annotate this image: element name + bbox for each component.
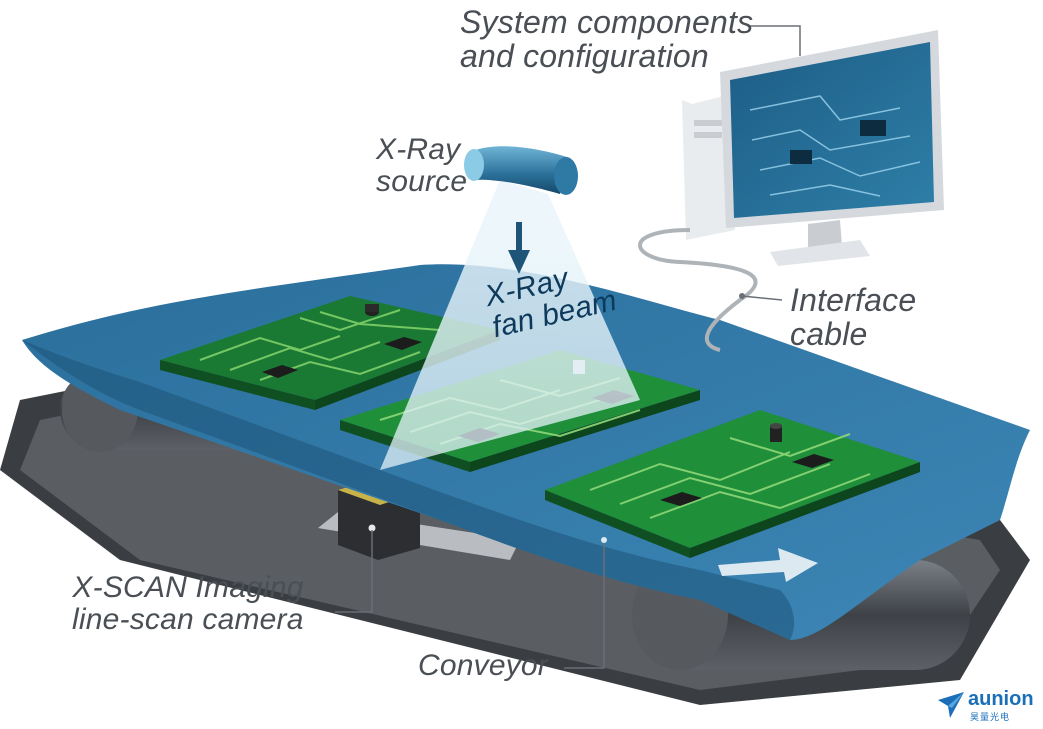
monitor-icon	[720, 30, 944, 266]
logo-icon	[938, 692, 964, 718]
xray-tube-icon	[464, 146, 578, 195]
interface-cable	[638, 228, 758, 352]
camera-icon	[368, 524, 376, 532]
cable-dot	[739, 293, 745, 299]
conveyor-arrow-icon	[718, 548, 818, 582]
label-interface-line-2: cable	[790, 315, 868, 352]
label-system-line-2: and configuration	[460, 37, 709, 74]
label-system-line-1: System components	[460, 4, 754, 40]
conveyor-dot	[601, 537, 607, 543]
label-interface-line-1: Interface	[790, 282, 917, 318]
logo-subtitle: 昊量光电	[970, 713, 1011, 723]
label-xscan-camera: X-SCAN Imaging line-scan camera	[72, 572, 304, 635]
pcb-board-3	[545, 410, 920, 558]
leader-lines	[335, 25, 801, 669]
label-xscan-line-1: X-SCAN Imaging	[72, 571, 304, 604]
label-xscan-line-2: line-scan camera	[72, 602, 304, 636]
logo: aunion 昊量光电	[936, 688, 1036, 723]
beam-direction-arrow-icon	[508, 222, 530, 274]
label-system-components: System components and configuration	[460, 4, 754, 74]
label-conveyor: Conveyor	[418, 649, 548, 682]
label-xray-source-line-1: X-Ray	[376, 133, 461, 166]
label-interface-cable: Interface cable	[790, 282, 917, 352]
logo-wordmark: aunion	[968, 688, 1034, 710]
label-xray-source: X-Ray source	[376, 134, 467, 197]
label-xray-source-line-2: source	[376, 164, 468, 198]
xray-fan-beam	[380, 180, 640, 470]
